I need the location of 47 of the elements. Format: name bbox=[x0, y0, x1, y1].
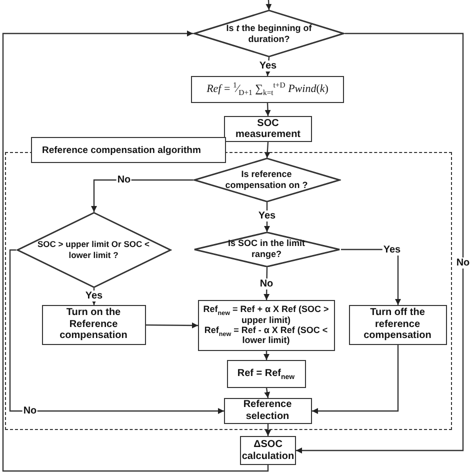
arrow bbox=[264, 102, 271, 116]
arrow bbox=[264, 142, 270, 158]
process-box bbox=[198, 300, 334, 350]
process-text: Ref = Ref$_{new}$ bbox=[237, 368, 295, 380]
decision-diamond bbox=[192, 232, 340, 266]
edge-label: Yes bbox=[258, 60, 278, 72]
process-box bbox=[226, 360, 306, 388]
decision-text: SOC > upper limit Or SOC < lower limit ? bbox=[36, 239, 150, 260]
process-box bbox=[224, 116, 312, 142]
decision-diamond bbox=[16, 212, 172, 288]
arrow bbox=[91, 179, 193, 212]
process-text: SOC measurement bbox=[234, 118, 302, 140]
edge-label: Yes bbox=[382, 244, 402, 255]
edge-label: Yes bbox=[257, 210, 277, 222]
process-text: Ref$_{new}$ = Ref + α X Ref (SOC > upper limit) bbox=[202, 304, 330, 325]
edge-label: No bbox=[258, 278, 274, 290]
formula: Ref = $^{1}$⁄$_{D+1}$ ∑$_{k=t}$$^{t+D}$ Pwind(k) bbox=[206, 83, 328, 96]
process-text: Reference selection bbox=[242, 399, 293, 422]
process-text: Turn on the Reference compensation bbox=[58, 307, 128, 342]
arrow bbox=[9, 249, 224, 414]
arrow bbox=[2, 30, 269, 472]
process-text: Turn off the reference compensation bbox=[362, 307, 432, 342]
decision-text: Is SOC in the limit range? bbox=[226, 238, 306, 260]
edge-label: No bbox=[116, 174, 132, 186]
arrow bbox=[264, 351, 270, 360]
arrow bbox=[264, 388, 270, 398]
edge-label: No bbox=[455, 258, 471, 268]
arrow bbox=[266, 0, 272, 10]
arrow bbox=[146, 322, 198, 328]
arrow bbox=[341, 248, 401, 305]
process-text: ΔSOC calculation bbox=[241, 439, 295, 462]
process-box bbox=[42, 304, 146, 344]
edge-label: Yes bbox=[84, 290, 104, 302]
decision-diamond bbox=[193, 10, 345, 57]
arrow bbox=[265, 424, 271, 436]
decision-text: Is reference compensation on ? bbox=[224, 168, 309, 190]
arrow bbox=[264, 267, 270, 300]
arrow bbox=[312, 345, 399, 414]
process-text: Ref$_{new}$ = Ref - α X Ref (SOC < lower limit) bbox=[203, 325, 329, 346]
process-box bbox=[224, 398, 312, 424]
arrow bbox=[296, 32, 464, 454]
decision-diamond bbox=[192, 158, 340, 202]
decision-text: Is t the beginning of duration? bbox=[225, 22, 313, 44]
edge-label: No bbox=[22, 406, 38, 416]
formula-box bbox=[191, 76, 344, 103]
section-title: Reference compensation algorithm bbox=[31, 137, 226, 163]
process-box bbox=[348, 304, 446, 344]
